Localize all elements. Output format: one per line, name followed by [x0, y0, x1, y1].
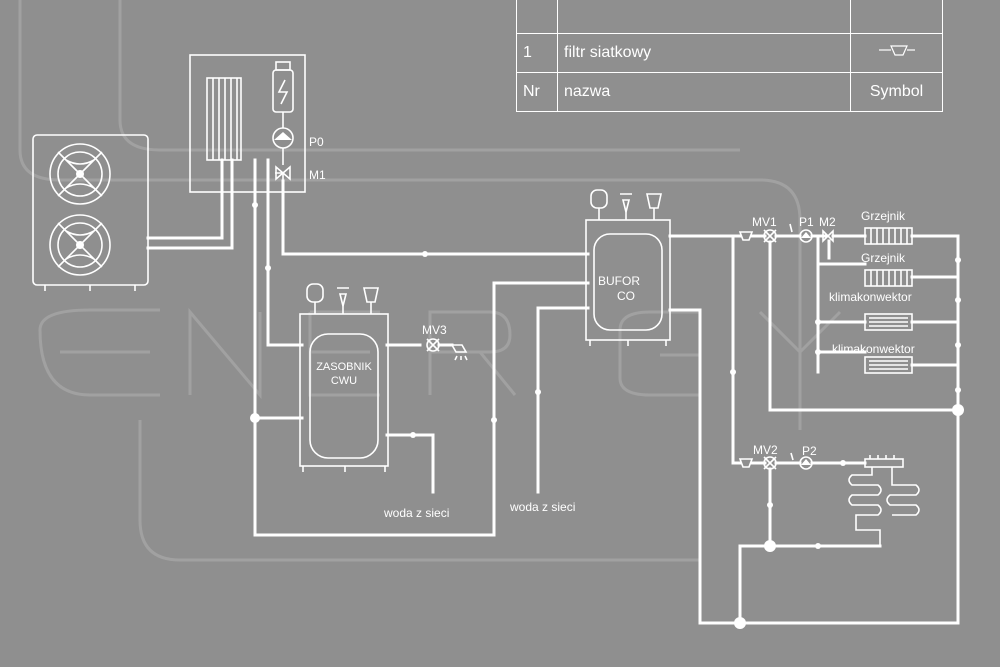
- legend-name-cell: [557, 0, 851, 34]
- water-supply-label: woda z sieci: [509, 500, 575, 514]
- fan-icon: [49, 214, 111, 276]
- water-supply-label: woda z sieci: [383, 506, 449, 520]
- main-pipes: [250, 158, 590, 537]
- pump-p2-label: P2: [802, 444, 817, 458]
- legend-nr-cell: [516, 0, 558, 34]
- buffer-label-2: CO: [617, 289, 635, 303]
- electric-heater-icon: [272, 61, 294, 113]
- radiator: [864, 227, 913, 245]
- fancoil: [864, 356, 913, 374]
- legend-symbol-cell: [850, 33, 943, 73]
- legend-row: Nr nazwa Symbol: [516, 72, 943, 112]
- underfloor-coil-icon: [848, 467, 920, 546]
- expansion-vessel-icon: [590, 189, 608, 220]
- valve-mv1-label: MV1: [752, 215, 777, 229]
- buffer-label: BUFOR: [598, 274, 640, 288]
- legend-symbol-cell: Symbol: [850, 72, 943, 112]
- watermark-logo: [18, 0, 842, 562]
- legend-nr-cell: Nr: [516, 72, 558, 112]
- legend-row: 1 filtr siatkowy: [516, 33, 943, 73]
- legend-row: [516, 0, 943, 34]
- air-vent-icon: [646, 193, 662, 220]
- pipes-outdoor-indoor: [146, 158, 234, 250]
- pump-p0-icon: [272, 127, 294, 149]
- filter-icon: [738, 458, 754, 468]
- fancoil-label: klimakonwektor: [829, 290, 912, 304]
- fan-icon: [49, 143, 111, 205]
- valve-mv3: MV3: [422, 323, 468, 361]
- valve-mv2-label: MV2: [753, 443, 778, 457]
- fancoil-label: klimakonwektor: [832, 342, 915, 356]
- radiator: [864, 269, 913, 287]
- legend-name-cell: filtr siatkowy: [557, 33, 851, 73]
- legend-name-cell: nazwa: [557, 72, 851, 112]
- fancoil: [864, 313, 913, 331]
- legend-symbol-cell: [850, 0, 943, 34]
- safety-valve-icon: [337, 287, 349, 314]
- tank-cwu-label: ZASOBNIK: [316, 361, 372, 373]
- expansion-vessel-icon: [306, 283, 324, 314]
- pump-p2-icon: [799, 456, 813, 470]
- air-vent-icon: [363, 287, 379, 314]
- heating-circuit-1: MV1 P1 M2: [668, 215, 964, 625]
- three-way-valve-m1-icon: [275, 165, 291, 181]
- radiator-label: Grzejnik: [861, 209, 906, 223]
- valve-mv3-label: MV3: [422, 323, 447, 337]
- safety-valve-icon: [620, 193, 632, 220]
- buffer-tank: BUFOR CO: [585, 189, 671, 346]
- heat-exchanger-icon: [206, 77, 242, 161]
- legend-nr-cell: 1: [516, 33, 558, 73]
- heat-pump-outdoor-unit: [32, 134, 149, 291]
- hot-water-tank: ZASOBNIK CWU: [299, 283, 389, 472]
- legend-table: 1 filtr siatkowy Nr nazwa Symbol: [516, 0, 943, 112]
- tank-cwu-label-2: CWU: [331, 375, 357, 387]
- heating-circuit-2: MV2 P2: [731, 443, 920, 629]
- shower-icon: [450, 344, 468, 361]
- pump-p1-icon: [799, 229, 813, 243]
- valve-m2-label: M2: [819, 215, 836, 229]
- valve-m1-label: M1: [309, 168, 326, 182]
- manifold-icon: [864, 455, 904, 468]
- indoor-unit: P0 M1: [189, 54, 326, 193]
- pump-p1-label: P1: [799, 215, 814, 229]
- pump-p0-label: P0: [309, 135, 324, 149]
- radiator-label: Grzejnik: [861, 251, 906, 265]
- three-way-valve-m2-icon: [822, 229, 834, 243]
- filter-icon: [738, 231, 754, 241]
- filter-icon: [878, 44, 915, 56]
